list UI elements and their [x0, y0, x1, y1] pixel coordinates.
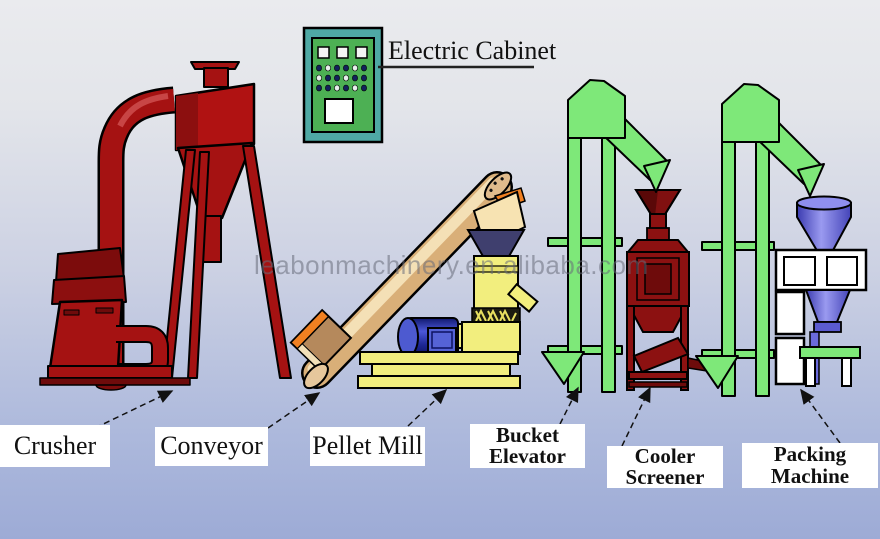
elevator-head — [567, 79, 626, 139]
packing-column — [774, 290, 806, 336]
electric-cabinet-label: Electric Cabinet — [388, 36, 557, 65]
label-pellet-mill: Pellet Mill — [310, 427, 425, 466]
packing-hopper — [796, 202, 852, 255]
cooler-screener-graphic — [625, 189, 727, 391]
label-bucket-elevator: Bucket Elevator — [470, 424, 585, 468]
pellet-mill-base — [357, 375, 521, 389]
cooler-screener-arrow — [621, 386, 651, 447]
cooler-screen-deck — [632, 336, 690, 374]
packing-machine-arrow — [800, 388, 841, 444]
label-arrows — [94, 386, 841, 447]
pellet-mill-spout — [506, 282, 539, 313]
bucket-elevator-2-graphic — [695, 83, 825, 397]
conveyor-feed-hopper — [289, 308, 353, 372]
cabinet-indicator-lights — [316, 64, 367, 92]
elevator-boot — [695, 355, 739, 389]
cabinet-button — [317, 46, 330, 59]
label-packing-machine: Packing Machine — [742, 443, 878, 488]
pellet-mill-graphic — [357, 229, 539, 389]
watermark: leabonmachinery.en.alibaba.com — [254, 250, 649, 280]
cabinet-button — [355, 46, 368, 59]
label-crusher: Crusher — [0, 425, 110, 467]
elevator-head — [721, 83, 780, 143]
packing-stand — [799, 346, 861, 359]
cabinet-button — [336, 46, 349, 59]
label-cooler-screener: Cooler Screener — [607, 445, 723, 488]
crusher-machine-graphic — [39, 61, 292, 391]
pellet-mill-arrow — [407, 388, 448, 427]
bucket-elevator-arrow — [559, 386, 579, 425]
packing-machine-graphic — [774, 195, 868, 387]
elevator-boot — [541, 351, 585, 385]
cooler-hopper — [627, 305, 689, 333]
conveyor-arrow — [267, 392, 321, 429]
electric-cabinet-graphic — [302, 26, 534, 144]
label-conveyor: Conveyor — [155, 427, 268, 466]
conveyor-graphic — [289, 171, 527, 390]
pellet-mill-gearbox — [461, 321, 521, 355]
packing-lower-cone — [804, 289, 852, 323]
crusher-arrow — [94, 390, 174, 429]
bucket-elevator-1-graphic — [541, 79, 671, 393]
